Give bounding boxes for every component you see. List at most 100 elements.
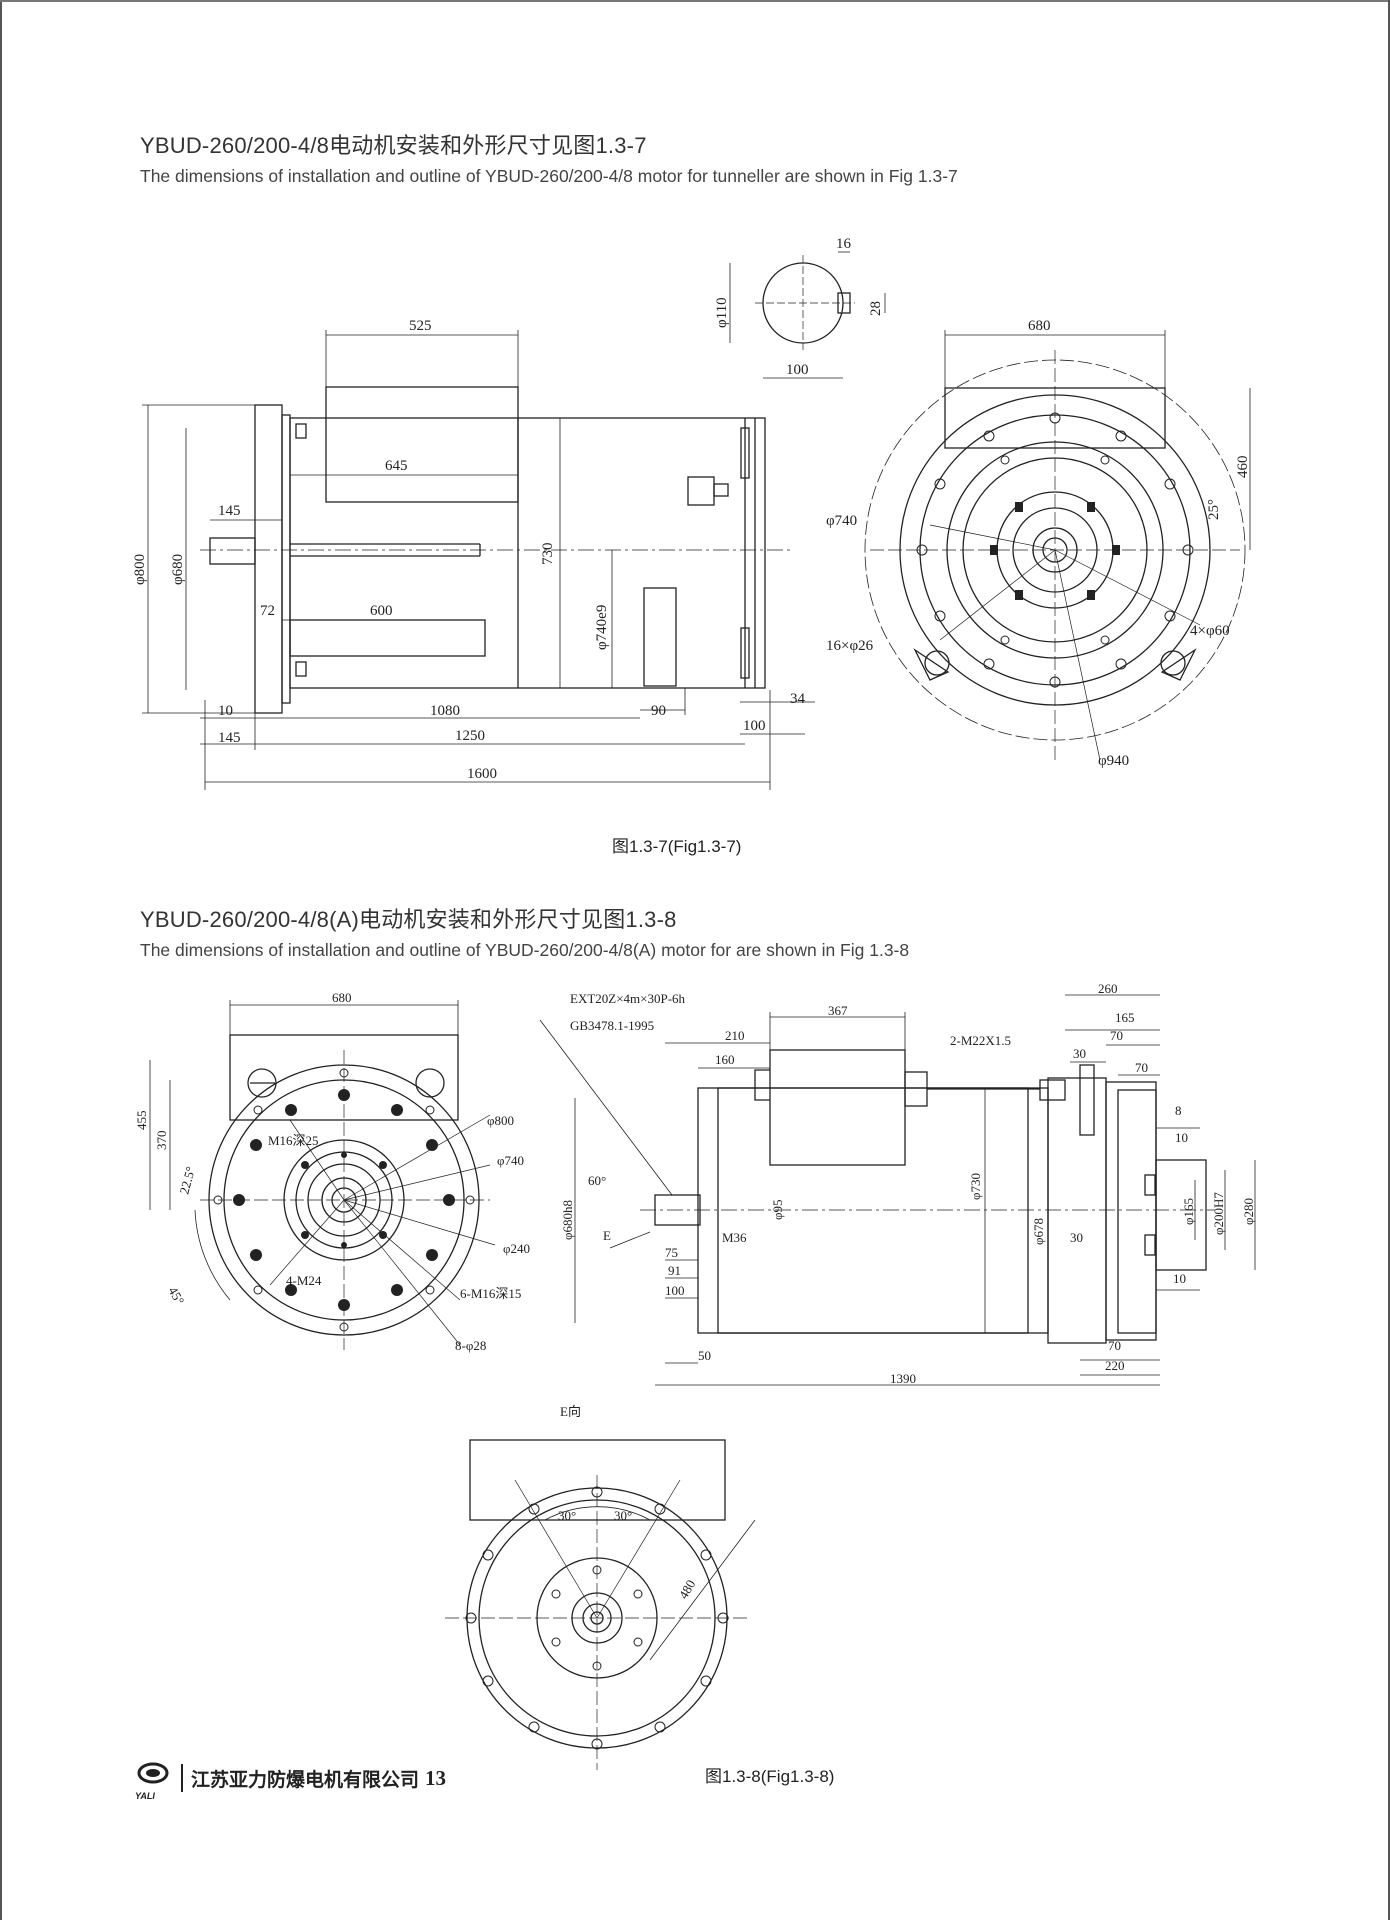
- fig8-dim-45: 45°: [165, 1284, 187, 1307]
- fig7-end-4x60: 4×φ60: [1190, 623, 1230, 639]
- fig8-spline-spec: EXT20Z×4m×30P-6h: [570, 991, 686, 1006]
- fig7-dim-100: 100: [743, 718, 766, 734]
- fig7-end-25: 25°: [1206, 499, 1222, 520]
- fig8-dim-10b: 10: [1173, 1271, 1186, 1286]
- company-logo: YALI: [135, 1761, 171, 1801]
- fig7-dim-145a: 145: [218, 503, 241, 519]
- fig8-label-E: E: [603, 1228, 611, 1243]
- fig8-dim-678: φ678: [1031, 1218, 1046, 1245]
- fig8-dim-30b: 30: [1070, 1230, 1083, 1245]
- fig8-dim-260: 260: [1098, 981, 1118, 996]
- fig7-dim-34: 34: [790, 691, 806, 707]
- fig8-dim-1390: 1390: [890, 1371, 916, 1386]
- fig8-label-6m16: 6-M16深15: [460, 1286, 521, 1301]
- fig8-e-view-holes: [465, 1486, 729, 1750]
- fig7-end-16x26: 16×φ26: [826, 638, 874, 654]
- section2-subtitle: The dimensions of installation and outli…: [140, 940, 910, 960]
- fig8-dim-60deg: 60°: [588, 1173, 606, 1188]
- fig8-label-m36: M36: [722, 1230, 747, 1245]
- fig7-dim-145b: 145: [218, 730, 241, 746]
- fig8-dim-100: 100: [665, 1283, 685, 1298]
- fig8-dim-165d: φ165: [1181, 1198, 1196, 1225]
- fig7-dim-600: 600: [370, 603, 393, 619]
- fig8-dim-367: 367: [828, 1003, 848, 1018]
- fig7-dim-740e9: φ740e9: [594, 605, 610, 650]
- fig8-label-2m22: 2-M22X1.5: [950, 1033, 1011, 1048]
- fig7-dim-800: φ800: [132, 554, 148, 585]
- page-border-right: [1388, 0, 1390, 1920]
- fig8-dim-165: 165: [1115, 1010, 1135, 1025]
- fig8-dim-91: 91: [668, 1263, 681, 1278]
- page-footer: YALI 江苏亚力防爆电机有限公司 13: [135, 1758, 447, 1801]
- fig8-dim-160: 160: [715, 1052, 735, 1067]
- fig7-dim-730: 730: [540, 543, 556, 566]
- fig8-e-30b: 30°: [614, 1508, 632, 1523]
- company-name: 江苏亚力防爆电机有限公司: [191, 1768, 420, 1791]
- fig7-dim-525: 525: [409, 318, 432, 334]
- page-border-left: [0, 0, 2, 1920]
- fig7-bolt-holes: [916, 412, 1194, 688]
- fig8-dim-730: φ730: [968, 1173, 983, 1200]
- fig-1-3-8-caption: 图1.3-8(Fig1.3-8): [705, 1767, 835, 1786]
- fig8-dim-95: φ95: [770, 1199, 785, 1220]
- fig7-dim-680: φ680: [170, 554, 186, 585]
- fig7-dim-90: 90: [651, 703, 666, 719]
- fig8-spline-standard: GB3478.1-1995: [570, 1018, 654, 1033]
- fig8-label-m16: M16深25: [268, 1133, 319, 1148]
- fig8-e-30a: 30°: [558, 1508, 576, 1523]
- fig7-dim-645: 645: [385, 458, 408, 474]
- fig8-outer-holes: [213, 1068, 475, 1332]
- fig7-dim-1080: 1080: [430, 703, 460, 719]
- fig8-e-480: 480: [676, 1577, 699, 1601]
- fig7-dim-1600: 1600: [467, 766, 497, 782]
- fig7-dim-100b: 100: [786, 362, 809, 378]
- fig7-dim-28: 28: [868, 301, 884, 316]
- fig8-dim-280: φ280: [1241, 1198, 1256, 1225]
- fig8-e-view-label: E向: [560, 1404, 581, 1419]
- fig8-dim-200h7: φ200H7: [1211, 1192, 1226, 1235]
- fig8-dim-370: 370: [154, 1131, 169, 1151]
- fig8-dim-70a: 70: [1110, 1028, 1123, 1043]
- fig8-dim-8: 8: [1175, 1103, 1182, 1118]
- fig8-front-view: [149, 1000, 496, 1350]
- fig8-side-view: [640, 1049, 1215, 1344]
- fig8-side-dims: [539, 994, 1256, 1386]
- fig8-dim-680: 680: [332, 990, 352, 1005]
- fig7-side-view: [200, 386, 790, 714]
- fig8-dim-50: 50: [698, 1348, 711, 1363]
- fig8-dim-455: 455: [134, 1111, 149, 1131]
- fig8-dim-680h8: φ680h8: [560, 1200, 575, 1240]
- fig8-dim-70c: 70: [1108, 1338, 1121, 1353]
- page-number: 13: [425, 1765, 447, 1790]
- fig8-dim-22-5: 22.5°: [176, 1165, 198, 1196]
- fig7-dim-110: φ110: [714, 297, 730, 328]
- fig7-bolt-marks: [990, 502, 1120, 600]
- fig7-end-740: φ740: [826, 513, 857, 529]
- fig7-dim-1250: 1250: [455, 728, 485, 744]
- fig8-dim-210: 210: [725, 1028, 745, 1043]
- fig7-end-680: 680: [1028, 318, 1051, 334]
- fig7-dim-72: 72: [260, 603, 275, 619]
- fig7-end-940: φ940: [1098, 753, 1129, 769]
- fig-1-3-7-caption: 图1.3-7(Fig1.3-7): [612, 837, 742, 856]
- section1-title: YBUD-260/200-4/8电动机安装和外形尺寸见图1.3-7: [140, 133, 647, 158]
- fig8-e-view: [445, 1439, 756, 1770]
- fig8-dim-10a: 10: [1175, 1130, 1188, 1145]
- fig7-dim-10: 10: [218, 703, 233, 719]
- fig8-dim-740: φ740: [497, 1153, 524, 1168]
- fig7-end-460: 460: [1235, 456, 1251, 479]
- section1-subtitle: The dimensions of installation and outli…: [140, 166, 958, 186]
- fig8-dim-240: φ240: [503, 1241, 530, 1256]
- page-border-top: [0, 0, 1390, 2]
- fig8-dim-70b: 70: [1135, 1060, 1148, 1075]
- fig7-shaft-end-detail: [729, 251, 886, 379]
- logo-text: YALI: [135, 1791, 155, 1801]
- fig8-label-4m24: 4-M24: [286, 1273, 322, 1288]
- section2-title: YBUD-260/200-4/8(A)电动机安装和外形尺寸见图1.3-8: [140, 907, 677, 932]
- fig7-side-dims: [142, 330, 815, 790]
- yali-logo-icon: [137, 1762, 169, 1784]
- fig8-dim-800: φ800: [487, 1113, 514, 1128]
- fig8-label-8x28: 8-φ28: [455, 1338, 486, 1353]
- fig7-dim-16: 16: [836, 236, 852, 252]
